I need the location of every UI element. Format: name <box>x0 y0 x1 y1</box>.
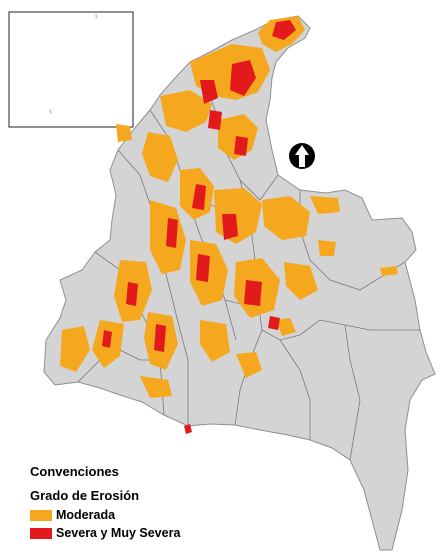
legend-label-severe: Severa y Muy Severa <box>56 526 181 540</box>
legend-title: Convenciones <box>30 464 119 479</box>
north-arrow-icon <box>289 143 315 169</box>
legend-subtitle: Grado de Erosión <box>30 488 140 503</box>
map-legend: Convenciones Grado de Erosión Moderada S… <box>30 462 230 542</box>
legend-swatch-severe <box>30 527 52 539</box>
legend-item-moderate: Moderada <box>30 506 230 524</box>
erosion-severe-areas <box>102 20 296 434</box>
legend-item-severe: Severa y Muy Severa <box>30 524 230 542</box>
inset-map <box>8 11 134 128</box>
legend-swatch-moderate <box>30 509 52 521</box>
legend-label-moderate: Moderada <box>56 508 116 522</box>
